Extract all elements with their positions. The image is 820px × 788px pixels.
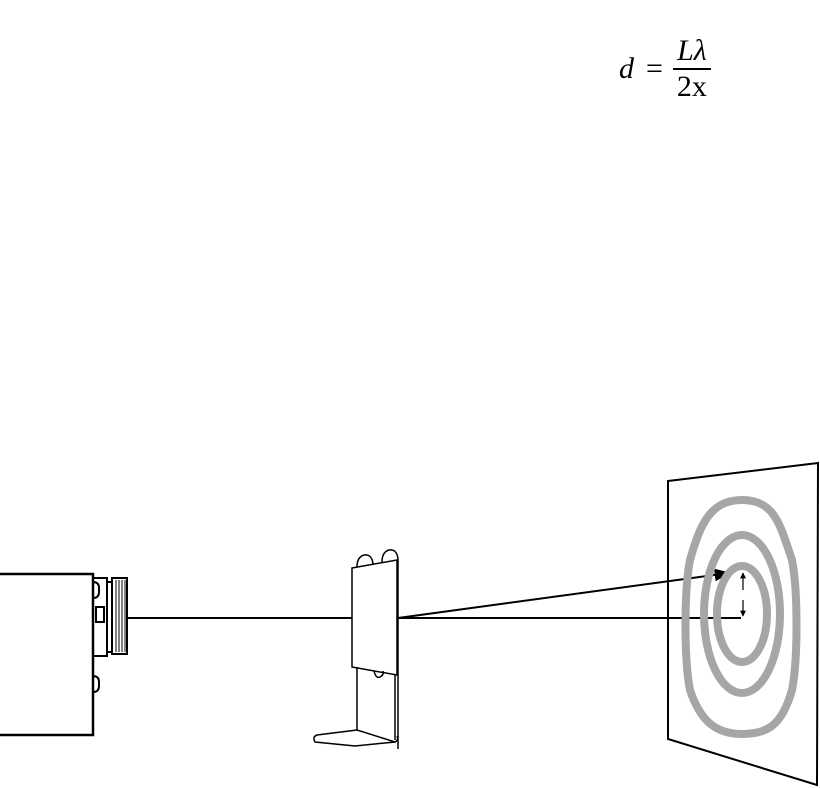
formula: d = Lλ 2x	[619, 36, 711, 102]
screen	[667, 461, 820, 787]
ring-middle	[700, 531, 784, 697]
ring-inner	[713, 562, 771, 666]
formula-lhs: d	[619, 52, 634, 85]
formula-numerator: Lλ	[673, 36, 711, 70]
diffracted-beam-arrow	[397, 568, 731, 619]
diffraction-rings	[681, 495, 801, 739]
slide-holder	[313, 549, 399, 749]
laser	[0, 572, 128, 737]
ring-outer	[681, 495, 801, 739]
formula-equals: =	[646, 52, 663, 85]
formula-denominator: 2x	[673, 70, 711, 102]
formula-fraction: Lλ 2x	[673, 36, 711, 102]
formula-denominator-text: 2x	[676, 70, 707, 103]
